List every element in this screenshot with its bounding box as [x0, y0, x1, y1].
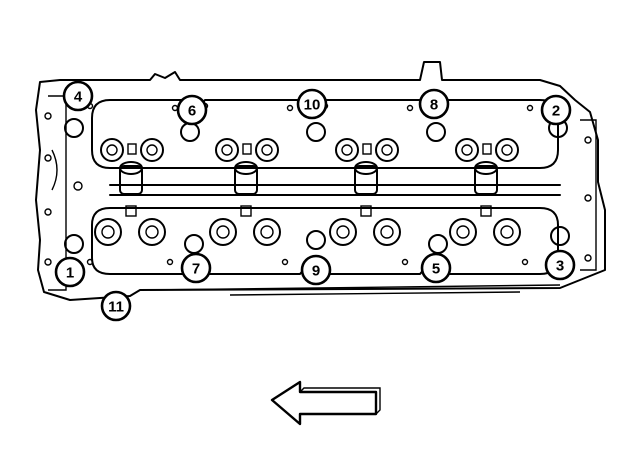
- callout-circle: [176, 94, 208, 126]
- callout-circle: [100, 290, 132, 322]
- head-bolt-hole: [306, 122, 326, 142]
- callout-circle: [540, 94, 572, 126]
- direction-arrow-icon: [270, 380, 381, 426]
- callout-5: 5: [420, 252, 452, 284]
- head-bolt-hole: [64, 234, 84, 254]
- callout-label: 7: [192, 261, 200, 278]
- callout-circle: [420, 252, 452, 284]
- callout-circle: [62, 80, 94, 112]
- callout-1: 1: [54, 256, 86, 288]
- callout-circle: [418, 88, 450, 120]
- callout-label: 6: [188, 103, 196, 120]
- callout-3: 3: [544, 249, 576, 281]
- callout-6: 6: [176, 94, 208, 126]
- callout-4: 4: [62, 80, 94, 112]
- callout-label: 2: [552, 103, 560, 120]
- head-bolt-hole: [306, 230, 326, 250]
- valve-bolt-groups: [64, 102, 570, 266]
- callout-label: 5: [432, 261, 440, 278]
- callout-label: 9: [312, 263, 320, 280]
- callout-label: 11: [108, 299, 124, 316]
- cylinder-group: [201, 102, 294, 266]
- head-bolt-hole: [180, 122, 200, 142]
- callout-group: 1 2 3 4 5 6 7 8 9 10 11: [54, 80, 576, 322]
- cylinder-head: [35, 61, 606, 301]
- callout-label: 3: [556, 258, 564, 275]
- callout-circle: [296, 88, 328, 120]
- callout-8: 8: [418, 88, 450, 120]
- cylinder-group: [441, 102, 534, 266]
- callout-2: 2: [540, 94, 572, 126]
- callout-10: 10: [296, 88, 328, 120]
- callout-circle: [300, 254, 332, 286]
- head-bolt-hole: [64, 118, 84, 138]
- head-bolt-hole: [550, 226, 570, 246]
- callout-label: 8: [430, 97, 438, 114]
- callout-9: 9: [300, 254, 332, 286]
- callout-circle: [180, 252, 212, 284]
- head-bolt-hole: [426, 122, 446, 142]
- callout-circle: [54, 256, 86, 288]
- callout-label: 10: [304, 97, 321, 114]
- callout-label: 1: [66, 265, 74, 282]
- cylinder-group: [321, 102, 414, 266]
- head-bolt-hole: [184, 234, 204, 254]
- callout-circle: [544, 249, 576, 281]
- head-bolt-hole: [428, 234, 448, 254]
- cylinder-group: [86, 102, 179, 266]
- callout-11: 11: [100, 290, 132, 322]
- callout-label: 4: [74, 89, 83, 106]
- callout-7: 7: [180, 252, 212, 284]
